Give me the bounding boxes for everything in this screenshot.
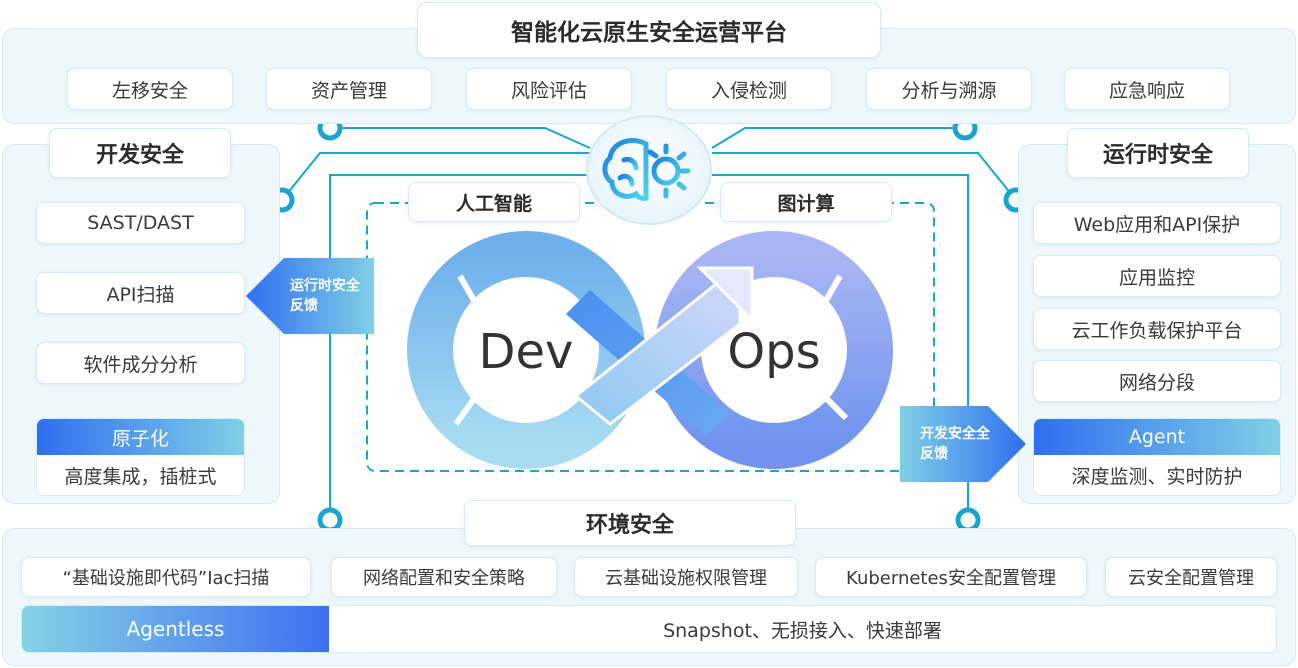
dev-feedback-arrow: 开发安全全 反馈 — [900, 406, 1026, 482]
env-item-iac: “基础设施即代码”Iac扫描 — [21, 557, 311, 597]
dev-item-sast: SAST/DAST — [36, 202, 245, 244]
agentless-body: Snapshot、无损接入、快速部署 — [663, 619, 942, 642]
agentless-bar: Agentless Snapshot、无损接入、快速部署 — [21, 605, 1277, 653]
dev-highlight-card: 原子化 高度集成，插桩式 — [36, 418, 245, 496]
platform-item-assets: 资产管理 — [266, 68, 432, 110]
platform-title: 智能化云原生安全运营平台 — [417, 2, 881, 58]
runtime-feedback-arrow: 运行时安全 反馈 — [246, 258, 374, 334]
devops-loop: Dev Ops — [407, 231, 893, 469]
dev-highlight-body: 高度集成，插桩式 — [64, 465, 217, 488]
platform-item-risk: 风险评估 — [466, 68, 632, 110]
dev-label: Dev — [479, 324, 574, 380]
platform-item-analysis: 分析与溯源 — [866, 68, 1032, 110]
platform-item-response: 应急响应 — [1064, 68, 1230, 110]
platform-item-intrusion: 入侵检测 — [666, 68, 832, 110]
env-item-ciem: 云基础设施权限管理 — [574, 557, 798, 597]
dev-security-title: 开发安全 — [49, 128, 231, 178]
env-item-kspm: Kubernetes安全配置管理 — [815, 557, 1087, 597]
connector-node — [955, 507, 981, 533]
dev-feedback-line2: 反馈 — [920, 445, 948, 462]
dev-highlight-header: 原子化 — [37, 419, 244, 455]
runtime-item-segmentation: 网络分段 — [1033, 360, 1281, 402]
brain-gear-icon — [580, 112, 718, 232]
runtime-feedback-line1: 运行时安全 — [290, 277, 361, 294]
runtime-highlight-card: Agent 深度监测、实时防护 — [1033, 418, 1281, 496]
runtime-item-waap: Web应用和API保护 — [1033, 202, 1281, 244]
runtime-feedback-line2: 反馈 — [290, 297, 318, 314]
connector-node — [317, 507, 343, 533]
runtime-highlight-body: 深度监测、实时防护 — [1071, 465, 1243, 488]
agentless-label: Agentless — [22, 606, 329, 652]
runtime-item-monitor: 应用监控 — [1033, 255, 1281, 297]
env-security-title: 环境安全 — [464, 500, 796, 546]
dev-item-sca: 软件成分分析 — [36, 342, 245, 384]
runtime-security-title: 运行时安全 — [1067, 128, 1249, 178]
graph-computing-label: 图计算 — [720, 182, 892, 222]
dev-feedback-line1: 开发安全全 — [920, 425, 991, 442]
env-item-network-policy: 网络配置和安全策略 — [331, 557, 557, 597]
platform-item-shift-left: 左移安全 — [67, 68, 233, 110]
runtime-highlight-header: Agent — [1034, 419, 1280, 455]
ai-label: 人工智能 — [408, 182, 580, 222]
dev-item-api-scan: API扫描 — [36, 272, 245, 314]
runtime-item-cwpp: 云工作负载保护平台 — [1033, 308, 1281, 350]
env-item-cspm: 云安全配置管理 — [1105, 557, 1277, 597]
ops-label: Ops — [727, 324, 820, 380]
